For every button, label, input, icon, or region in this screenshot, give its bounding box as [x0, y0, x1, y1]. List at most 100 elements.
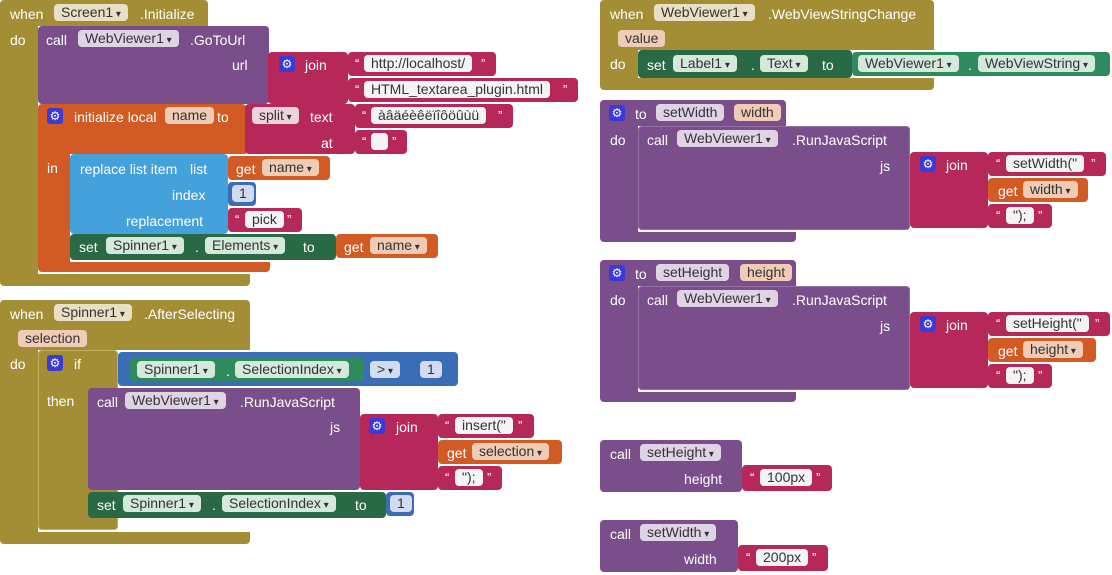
split-at-value[interactable] — [371, 133, 388, 150]
gear-icon[interactable]: ⚙ — [920, 316, 936, 332]
webviewer1-component-dropdown[interactable]: WebViewer1 — [677, 130, 778, 147]
value-parameter[interactable]: value — [618, 30, 666, 47]
split-operation-dropdown[interactable]: split — [252, 107, 299, 124]
to-keyword: to — [355, 497, 367, 513]
gear-icon[interactable]: ⚙ — [920, 156, 936, 172]
gear-icon[interactable]: ⚙ — [369, 418, 385, 434]
selection-parameter[interactable]: selection — [18, 330, 88, 347]
procedure-name-field[interactable]: setWidth — [656, 104, 725, 121]
call-keyword: call — [610, 526, 632, 542]
open-quote-icon: “ — [996, 316, 1001, 331]
url-text-value-2[interactable]: HTML_textarea_plugin.html — [364, 81, 550, 98]
close-quote-icon: ” — [812, 550, 817, 565]
js-text-value-1[interactable]: setWidth(" — [1006, 155, 1085, 172]
open-quote-icon: “ — [996, 156, 1001, 171]
js-socket-label: js — [880, 158, 891, 174]
gear-icon[interactable]: ⚙ — [609, 265, 625, 281]
gotourl-method-label: .GoToUrl — [190, 32, 246, 48]
index-number-value[interactable]: 1 — [232, 185, 254, 202]
text-socket-label: text — [310, 109, 333, 125]
replace-list-item-keyword: replace list item — [80, 161, 178, 177]
gear-icon[interactable]: ⚙ — [47, 108, 63, 124]
set-component-dropdown[interactable]: Label1 — [673, 55, 737, 72]
set-keyword: set — [79, 239, 98, 255]
procedure-param-field[interactable]: width — [734, 104, 781, 121]
getter-property-dropdown[interactable]: WebViewString — [978, 55, 1096, 72]
then-keyword: then — [47, 393, 75, 409]
setheight-procedure-footer — [600, 392, 796, 402]
join-keyword: join — [305, 57, 327, 73]
procedure-name-field[interactable]: setHeight — [656, 264, 730, 281]
height-arg-label: height — [684, 471, 723, 487]
set-label-text-block[interactable] — [638, 50, 852, 78]
getter-property-dropdown[interactable]: SelectionIndex — [235, 361, 349, 378]
open-quote-icon: “ — [996, 368, 1001, 383]
compare-number-value[interactable]: 1 — [420, 361, 442, 378]
js-text-value-1[interactable]: setHeight(" — [1006, 315, 1089, 332]
screen-initialize-event-body — [0, 26, 38, 274]
getter-component-dropdown[interactable]: WebViewer1 — [858, 55, 959, 72]
open-quote-icon: “ — [445, 470, 450, 485]
set-property-dropdown[interactable]: Text — [760, 55, 808, 72]
close-quote-icon: ” — [563, 82, 568, 97]
webviewer1-component-dropdown[interactable]: WebViewer1 — [78, 30, 179, 47]
webviewer1-component-dropdown[interactable]: WebViewer1 — [677, 290, 778, 307]
procedure-call-dropdown[interactable]: setHeight — [640, 444, 721, 461]
replace-list-item-block[interactable] — [70, 154, 228, 234]
width-value-text[interactable]: 200px — [756, 549, 809, 566]
open-quote-icon: “ — [996, 208, 1001, 223]
index-socket-label: index — [172, 187, 206, 203]
webviewstringchange-event-label: .WebViewStringChange — [768, 6, 917, 22]
height-value-text[interactable]: 100px — [760, 469, 813, 486]
initialize-local-block-body — [38, 154, 70, 262]
url-text-value-1[interactable]: http://localhost/ — [364, 55, 473, 72]
js-text-value-2[interactable]: "); — [1006, 367, 1034, 384]
compare-operator-dropdown[interactable]: > — [370, 361, 400, 378]
dot-separator: . — [195, 239, 199, 255]
set-property-dropdown[interactable]: SelectionIndex — [222, 495, 336, 512]
webviewer1-component-dropdown[interactable]: WebViewer1 — [654, 4, 755, 21]
set-property-dropdown[interactable]: Elements — [205, 237, 286, 254]
get-keyword: get — [998, 183, 1018, 199]
getter-component-dropdown[interactable]: Spinner1 — [137, 361, 215, 378]
runjavascript-method-label: .RunJavaScript — [792, 132, 887, 148]
gear-icon[interactable]: ⚙ — [279, 56, 295, 72]
gear-icon[interactable]: ⚙ — [47, 355, 63, 371]
webviewstringchange-event-body — [600, 50, 638, 78]
close-quote-icon: ” — [392, 134, 397, 149]
set-number-value[interactable]: 1 — [390, 495, 412, 512]
open-quote-icon: “ — [746, 550, 751, 565]
split-text-value[interactable]: àâäéèêëïîôöûùü — [371, 107, 487, 124]
webviewer1-component-dropdown[interactable]: WebViewer1 — [125, 392, 226, 409]
set-component-dropdown[interactable]: Spinner1 — [123, 495, 201, 512]
js-text-value-1[interactable]: insert(" — [455, 417, 513, 434]
gear-icon[interactable]: ⚙ — [609, 105, 625, 121]
get-variable-dropdown[interactable]: height — [1023, 341, 1083, 358]
local-variable-name-field[interactable]: name — [165, 107, 215, 124]
get-variable-dropdown[interactable]: name — [262, 159, 319, 176]
set-keyword: set — [647, 57, 666, 73]
js-text-value-2[interactable]: "); — [455, 469, 483, 486]
spinner-afterselecting-event-footer — [0, 532, 250, 544]
screen1-component-dropdown[interactable]: Screen1 — [54, 4, 128, 21]
close-quote-icon: ” — [1095, 316, 1100, 331]
replacement-text-value[interactable]: pick — [245, 211, 284, 228]
get-variable-dropdown[interactable]: selection — [472, 443, 550, 460]
open-quote-icon: “ — [355, 56, 360, 71]
procedure-param-field[interactable]: height — [740, 264, 793, 281]
setheight-procedure-body — [600, 286, 638, 392]
get-variable-dropdown[interactable]: width — [1023, 181, 1078, 198]
set-keyword: set — [97, 497, 116, 513]
open-quote-icon: “ — [362, 134, 367, 149]
get-keyword: get — [236, 161, 256, 177]
set-component-dropdown[interactable]: Spinner1 — [106, 237, 184, 254]
procedure-call-dropdown[interactable]: setWidth — [640, 524, 717, 541]
screen-initialize-event-footer — [0, 274, 250, 286]
width-arg-label: width — [684, 551, 717, 567]
spinner1-component-dropdown[interactable]: Spinner1 — [54, 304, 132, 321]
close-quote-icon: ” — [287, 212, 292, 227]
get-variable-dropdown[interactable]: name — [370, 237, 427, 254]
js-text-value-2[interactable]: "); — [1006, 207, 1034, 224]
afterselecting-event-label: .AfterSelecting — [144, 306, 236, 322]
dot-separator: . — [968, 57, 972, 73]
